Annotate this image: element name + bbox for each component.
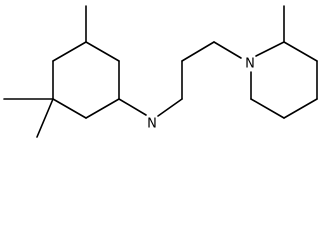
- cyclohexane-ring: [52, 41, 120, 119]
- bond-c3-c4: [52, 41, 87, 62]
- propyl-chain: [118, 41, 242, 117]
- bond-pip-n-c2: [255, 41, 285, 57]
- ring-methyl-groups: [3, 5, 87, 138]
- molecule-svg: N N: [3, 5, 318, 138]
- bond-c6-c1: [85, 98, 120, 119]
- amine-nitrogen-label: N: [147, 117, 157, 132]
- bond-chain-c3-n: [213, 41, 242, 59]
- bond-nh-to-c1: [157, 98, 183, 117]
- piperidine-nitrogen-label: N: [245, 57, 255, 72]
- bond-pip-c2-c3: [283, 41, 318, 62]
- bond-gem-methyl-down: [36, 98, 54, 138]
- atom-labels: N N: [147, 57, 255, 132]
- bond-c5-c6: [52, 98, 87, 119]
- bond-pip-c4-c5: [283, 98, 318, 119]
- bond-ring-to-nh: [118, 98, 147, 116]
- structure-diagram: N N: [3, 5, 318, 138]
- piperidine-ring: [250, 5, 318, 119]
- bond-c2-c3: [85, 41, 120, 62]
- bond-chain-c2-c3: [181, 41, 215, 62]
- bond-pip-c5-c6: [250, 98, 285, 119]
